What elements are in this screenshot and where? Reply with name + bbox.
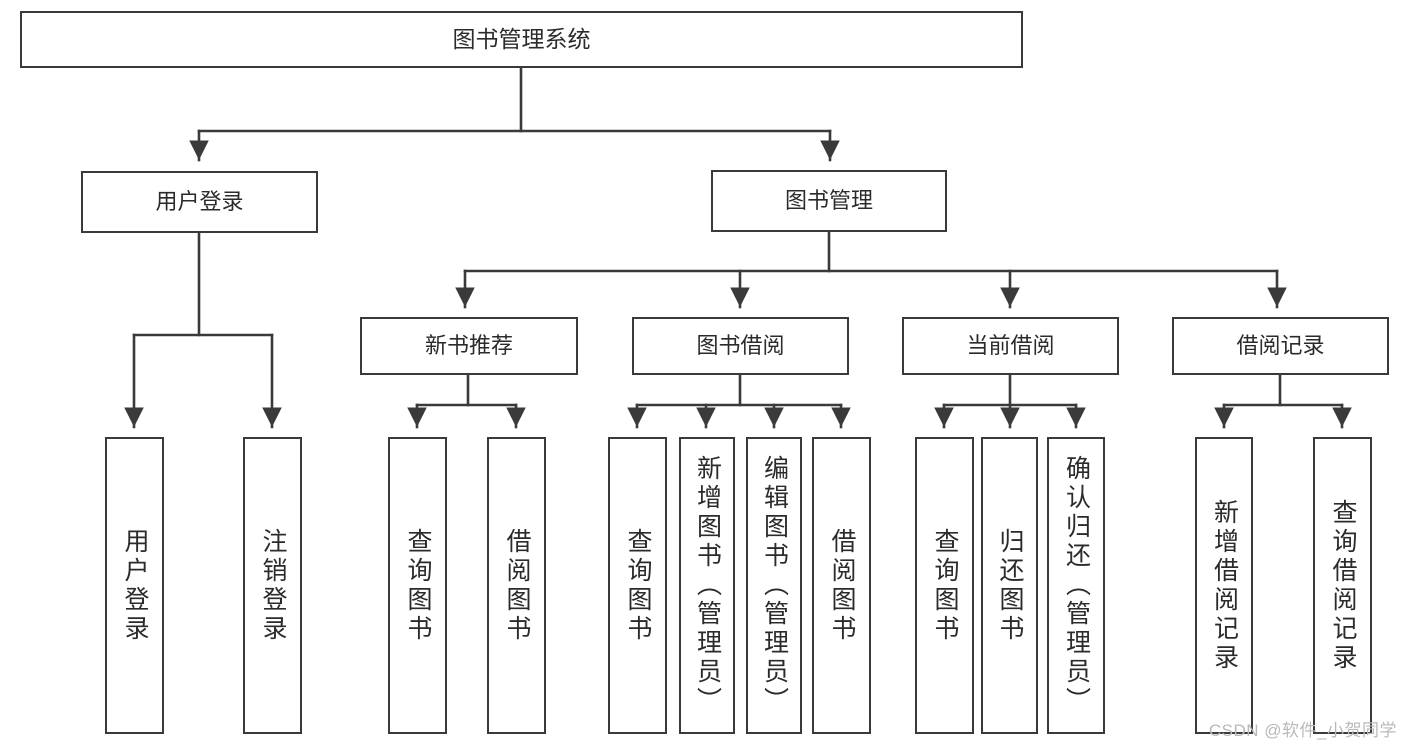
- node-leaf-user-login[interactable]: 用户登录: [105, 437, 164, 734]
- node-leaf-user-logout[interactable]: 注销登录: [243, 437, 302, 734]
- node-book-borrow[interactable]: 图书借阅: [632, 317, 849, 375]
- node-user-login[interactable]: 用户登录: [81, 171, 318, 233]
- node-leaf-add-book[interactable]: 新增图书（管理员）: [679, 437, 735, 734]
- node-root-book-management-system[interactable]: 图书管理系统: [20, 11, 1023, 68]
- node-borrow-record[interactable]: 借阅记录: [1172, 317, 1389, 375]
- node-leaf-confirm-return[interactable]: 确认归还（管理员）: [1047, 437, 1105, 734]
- node-label: 借阅图书: [503, 527, 531, 644]
- node-leaf-query-book-recommend[interactable]: 查询图书: [388, 437, 447, 734]
- node-label: 归还图书: [996, 527, 1024, 644]
- node-book-management[interactable]: 图书管理: [711, 170, 947, 232]
- node-label: 图书管理: [784, 188, 873, 214]
- node-label: 用户登录: [121, 527, 149, 644]
- node-label: 借阅记录: [1236, 333, 1325, 359]
- node-label: 注销登录: [259, 527, 287, 644]
- node-label: 新增借阅记录: [1210, 498, 1239, 673]
- node-leaf-query-book-borrow[interactable]: 查询图书: [608, 437, 667, 734]
- node-label: 查询借阅记录: [1329, 498, 1357, 673]
- node-label: 查询图书: [931, 527, 959, 644]
- node-label: 新增图书（管理员）: [693, 455, 722, 716]
- node-current-borrow[interactable]: 当前借阅: [902, 317, 1119, 375]
- node-leaf-add-borrow-record[interactable]: 新增借阅记录: [1195, 437, 1253, 734]
- node-label: 图书管理系统: [452, 26, 591, 53]
- node-label: 确认归还（管理员）: [1062, 455, 1091, 716]
- node-leaf-borrow-book[interactable]: 借阅图书: [812, 437, 871, 734]
- node-label: 借阅图书: [828, 527, 856, 644]
- node-label: 当前借阅: [966, 333, 1055, 359]
- node-label: 编辑图书（管理员）: [760, 455, 789, 716]
- node-leaf-query-borrow-record[interactable]: 查询借阅记录: [1313, 437, 1372, 734]
- node-leaf-edit-book[interactable]: 编辑图书（管理员）: [746, 437, 802, 734]
- node-new-book-recommend[interactable]: 新书推荐: [360, 317, 578, 375]
- node-leaf-query-book-current[interactable]: 查询图书: [915, 437, 974, 734]
- node-label: 用户登录: [155, 189, 244, 215]
- node-label: 新书推荐: [424, 333, 513, 359]
- node-label: 查询图书: [624, 527, 652, 644]
- node-leaf-borrow-book-recommend[interactable]: 借阅图书: [487, 437, 546, 734]
- node-leaf-return-book[interactable]: 归还图书: [981, 437, 1038, 734]
- node-label: 查询图书: [404, 527, 432, 644]
- node-label: 图书借阅: [696, 333, 785, 359]
